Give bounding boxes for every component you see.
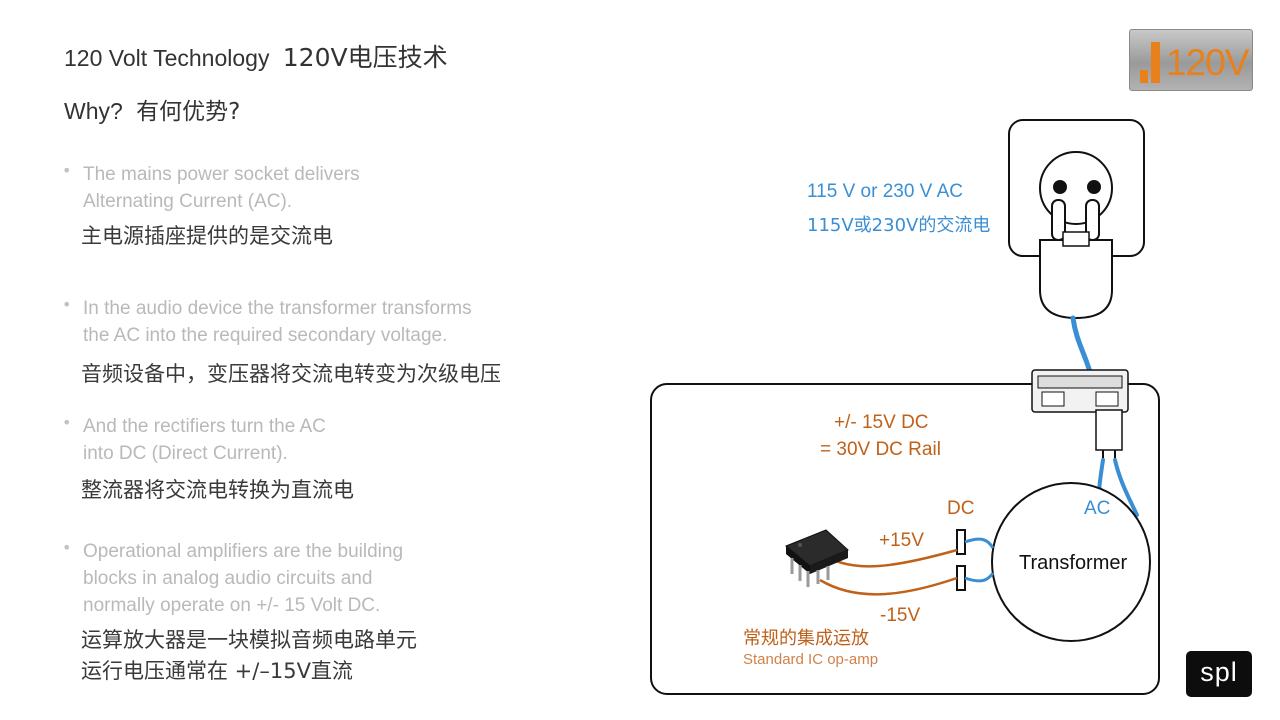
- plus-15v-label: +15V: [879, 530, 924, 551]
- page-subtitle-english: Why?: [64, 98, 123, 124]
- badge-bar-tall-icon: [1151, 42, 1160, 83]
- power-plug-icon: [1039, 199, 1113, 320]
- dc-label: DC: [947, 498, 975, 519]
- page-title-english: 120 Volt Technology: [64, 45, 270, 71]
- ac-wire-right: [1113, 458, 1139, 517]
- bullet-chinese-text: 运算放大器是一块模拟音频电路单元 运行电压通常在 +/–15V直流: [81, 625, 602, 687]
- page-title-chinese: 120V电压技术: [282, 43, 448, 72]
- bullet-item-transformer: • In the audio device the transformer tr…: [62, 295, 602, 389]
- bullet-english-text: The mains power socket delivers Alternat…: [83, 161, 602, 215]
- bullet-chinese-line: 主电源插座提供的是交流电: [81, 224, 333, 248]
- bullet-chinese-text: 音频设备中，变压器将交流电转变为次级电压: [81, 359, 602, 389]
- bullet-english-text: And the rectifiers turn the AC into DC (…: [83, 413, 602, 467]
- bullet-dot-icon: •: [62, 538, 72, 557]
- dc-rail-label-line2: = 30V DC Rail: [820, 439, 941, 460]
- minus-15v-label: -15V: [880, 605, 921, 626]
- bullet-chinese-text: 整流器将交流电转换为直流电: [81, 475, 602, 505]
- page-title: 120 Volt Technology 120V电压技术: [64, 38, 448, 74]
- bullet-english-line: the AC into the required secondary volta…: [83, 325, 448, 346]
- secondary-wire-negative: [964, 572, 995, 583]
- logo-120v-badge: 120V: [1129, 29, 1253, 91]
- bullet-english-line: Alternating Current (AC).: [83, 191, 293, 212]
- page-subtitle: Why? 有何优势?: [64, 92, 240, 126]
- spl-brand-logo: spl: [1186, 651, 1252, 697]
- secondary-wire-positive: [964, 537, 995, 549]
- mains-cable: [1070, 315, 1093, 375]
- bullet-item-mains: • The mains power socket delivers Altern…: [62, 161, 602, 251]
- bullet-item-rectifier: • And the rectifiers turn the AC into DC…: [62, 413, 602, 505]
- opamp-chip-icon: [785, 529, 849, 587]
- bullet-english-line: into DC (Direct Current).: [83, 443, 288, 464]
- ac-label: AC: [1084, 498, 1111, 519]
- bullet-dot-icon: •: [62, 295, 72, 314]
- page-subtitle-chinese: 有何优势?: [136, 99, 241, 125]
- bullet-chinese-line: 音频设备中，变压器将交流电转变为次级电压: [81, 362, 501, 386]
- bullet-english-text: Operational amplifiers are the building …: [83, 538, 602, 619]
- bullet-item-opamp: • Operational amplifiers are the buildin…: [62, 538, 602, 687]
- bullet-english-line: The mains power socket delivers: [83, 164, 360, 185]
- bullet-dot-icon: •: [62, 161, 72, 180]
- bullet-english-line: And the rectifiers turn the AC: [83, 416, 326, 437]
- bullet-english-line: In the audio device the transformer tran…: [83, 298, 472, 319]
- dc-terminal-positive: [956, 529, 966, 555]
- dc-rail-label-line1: +/- 15V DC: [834, 412, 929, 433]
- bullet-dot-icon: •: [62, 413, 72, 432]
- bullet-english-line: normally operate on +/- 15 Volt DC.: [83, 595, 381, 616]
- bullet-chinese-line: 整流器将交流电转换为直流电: [81, 478, 354, 502]
- dc-wire-negative: [819, 576, 958, 596]
- bullet-english-line: blocks in analog audio circuits and: [83, 568, 373, 589]
- bullet-english-text: In the audio device the transformer tran…: [83, 295, 602, 349]
- bullet-chinese-line: 运算放大器是一块模拟音频电路单元: [81, 628, 417, 652]
- mains-voltage-label-zh: 115V或230V的交流电: [807, 215, 991, 236]
- opamp-label-en: Standard IC op-amp: [743, 651, 879, 668]
- opamp-label-zh: 常规的集成运放: [743, 628, 869, 649]
- device-enclosure: [650, 383, 1160, 695]
- transformer-label: Transformer: [1019, 552, 1128, 574]
- mains-voltage-label-en: 115 V or 230 V AC: [807, 181, 963, 202]
- iec-connector-icon: [1031, 369, 1129, 460]
- badge-bar-short-icon: [1140, 70, 1148, 83]
- dc-terminal-negative: [956, 565, 966, 591]
- bullet-chinese-text: 主电源插座提供的是交流电: [81, 221, 602, 251]
- transformer-circle: [991, 482, 1151, 642]
- bullet-chinese-line: 运行电压通常在 +/–15V直流: [81, 659, 353, 683]
- spl-logo-text: spl: [1200, 657, 1238, 687]
- bullet-english-line: Operational amplifiers are the building: [83, 541, 404, 562]
- badge-text: 120V: [1166, 42, 1249, 83]
